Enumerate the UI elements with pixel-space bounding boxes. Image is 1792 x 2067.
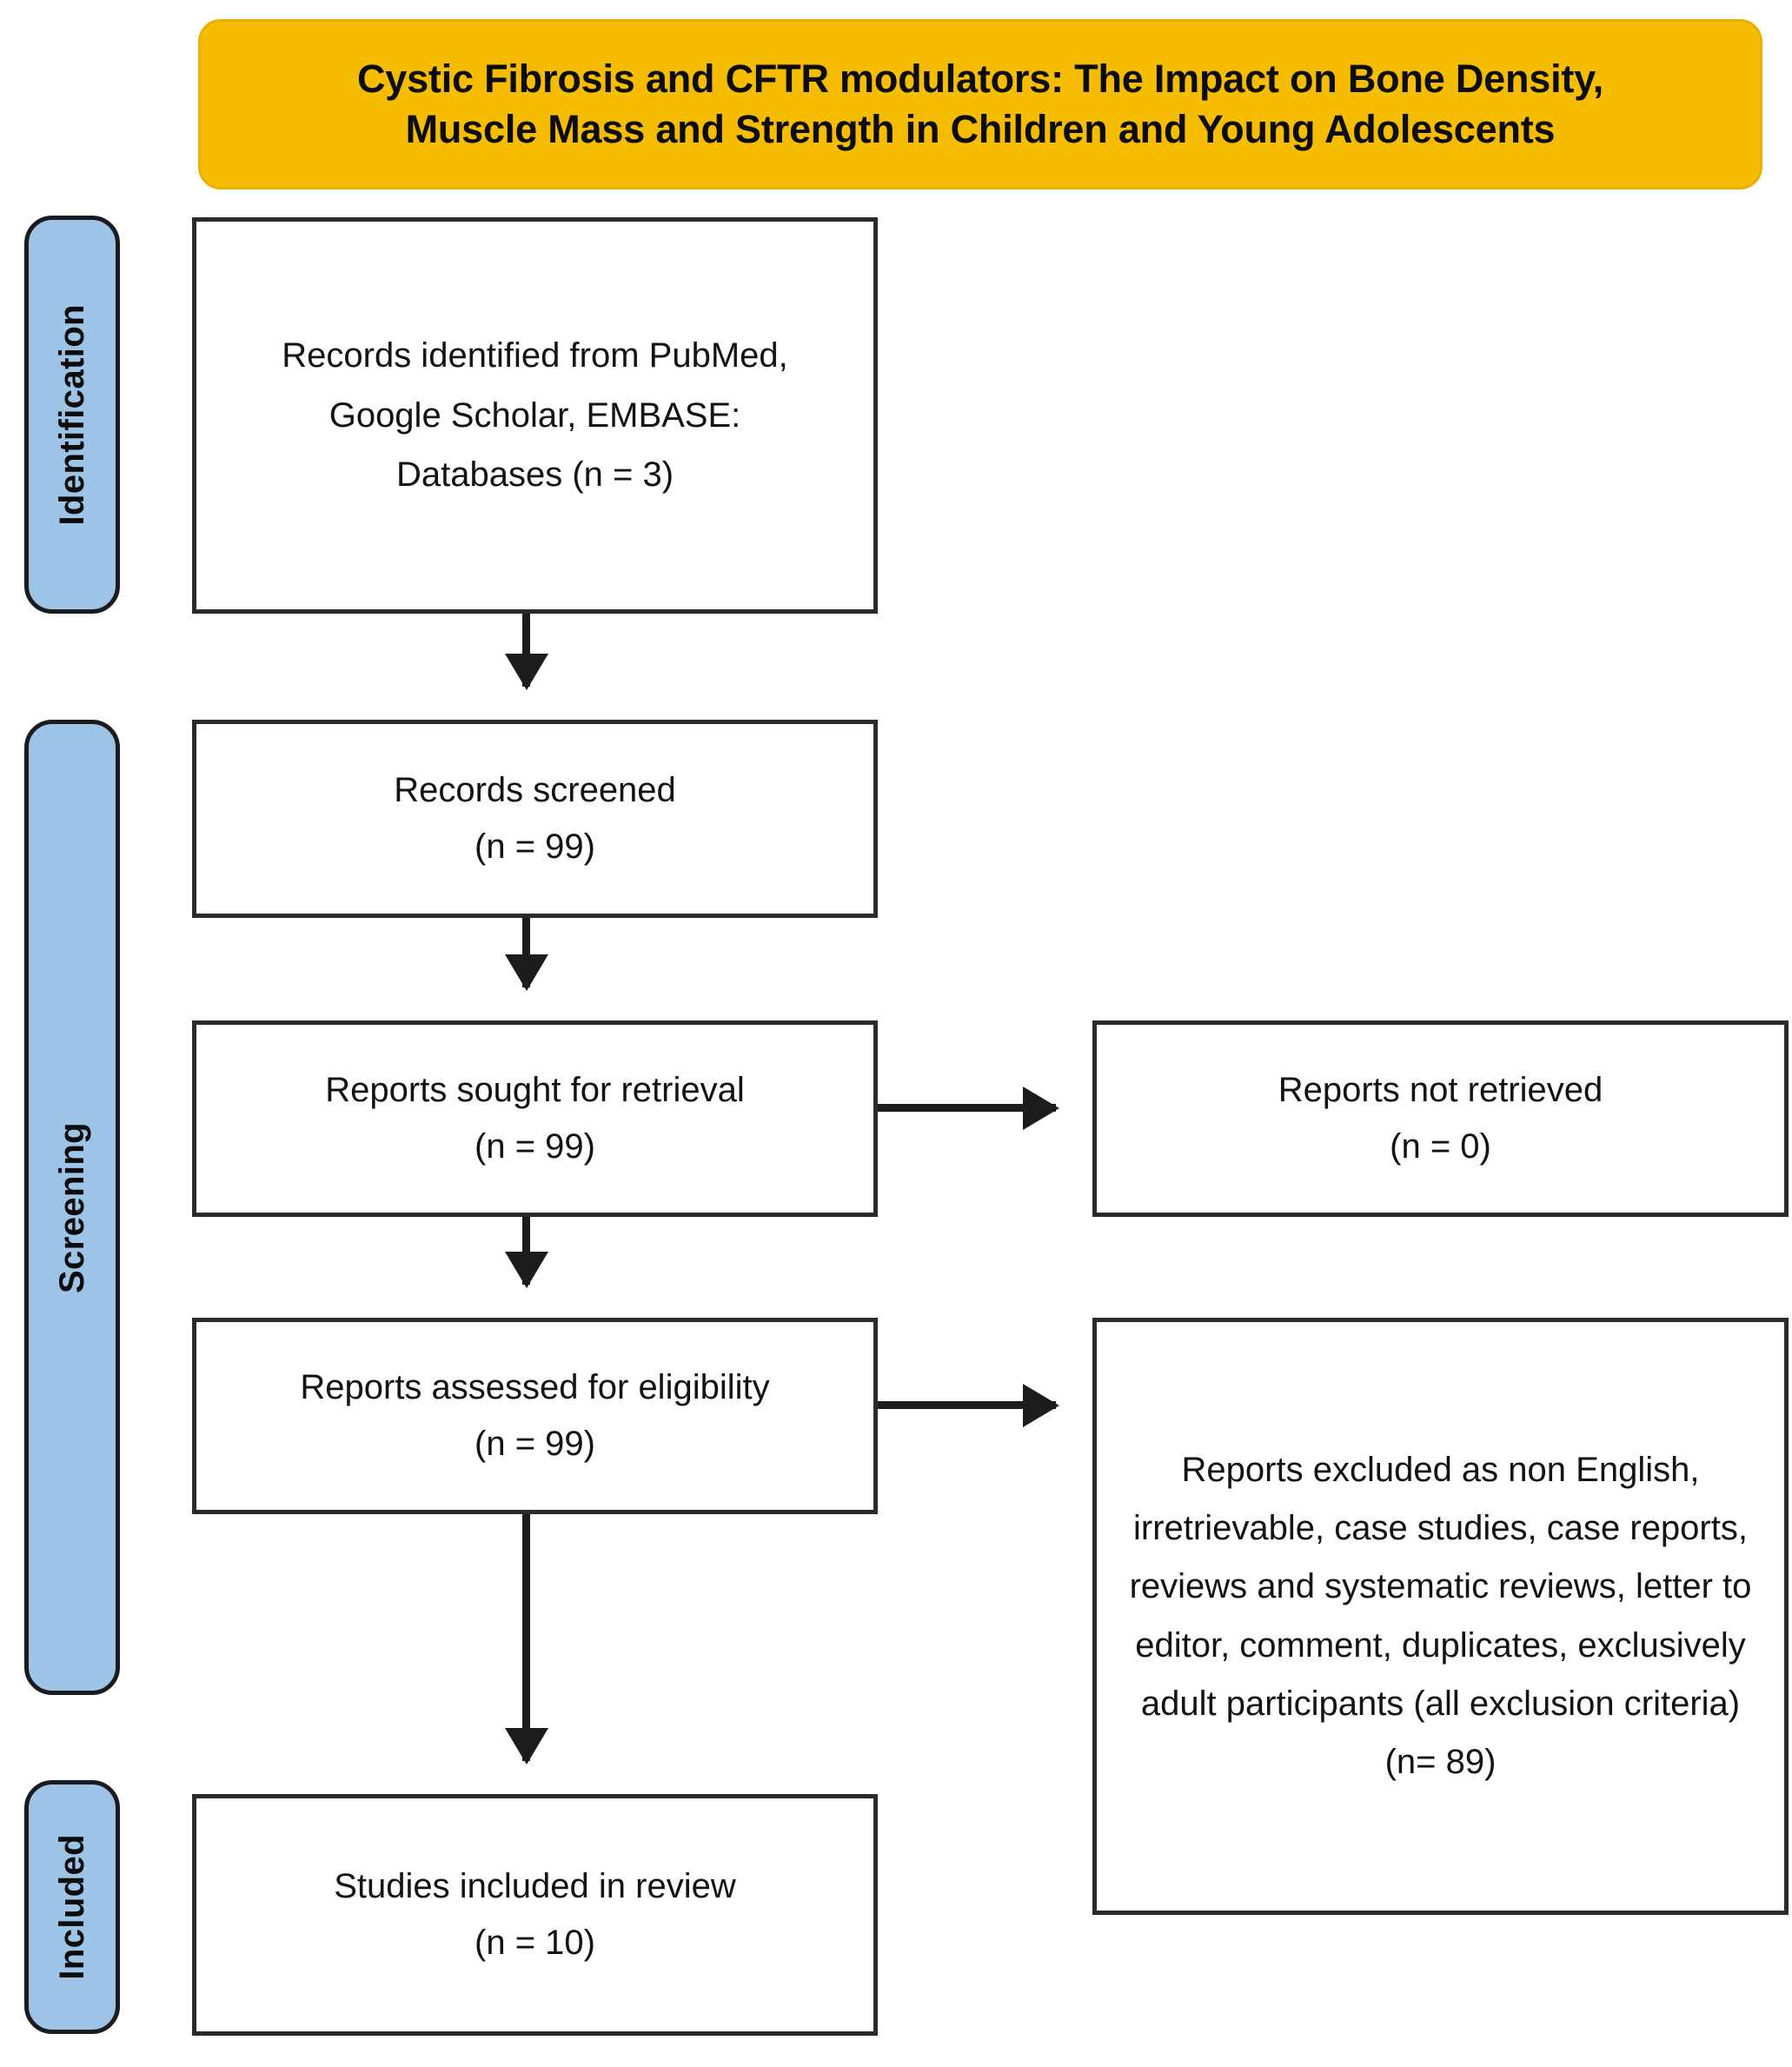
box-reports-sought-label: Reports sought for retrieval bbox=[325, 1071, 745, 1110]
box-studies-included-count: (n = 10) bbox=[475, 1924, 595, 1962]
box-reports-assessed-count: (n = 99) bbox=[475, 1425, 595, 1463]
box-records-identified: Records identified from PubMed, Google S… bbox=[192, 217, 878, 614]
arrow-down-assessed-to-included-icon bbox=[522, 1514, 530, 1761]
stage-label-screening-text: Screening bbox=[52, 1121, 91, 1293]
box-reports-sought-count: (n = 99) bbox=[475, 1127, 595, 1166]
box-studies-included-label: Studies included in review bbox=[334, 1867, 736, 1906]
box-records-screened: Records screened (n = 99) bbox=[192, 720, 878, 918]
stage-label-included-text: Included bbox=[52, 1834, 91, 1980]
box-records-identified-line-2: Google Scholar, EMBASE: bbox=[329, 395, 741, 435]
box-reports-excluded-count: (n= 89) bbox=[1384, 1742, 1497, 1781]
box-studies-included: Studies included in review (n = 10) bbox=[192, 1794, 878, 2036]
arrow-right-assessed-to-excluded-icon bbox=[878, 1401, 1056, 1409]
stage-label-identification: Identification bbox=[24, 216, 120, 614]
stage-label-included: Included bbox=[24, 1780, 120, 2034]
stage-label-screening: Screening bbox=[24, 720, 120, 1695]
page-title: Cystic Fibrosis and CFTR modulators: The… bbox=[357, 54, 1603, 156]
box-records-identified-line-1: Records identified from PubMed, bbox=[282, 336, 788, 375]
box-reports-not-retrieved-count: (n = 0) bbox=[1390, 1127, 1491, 1166]
box-records-screened-label: Records screened bbox=[394, 771, 676, 810]
title-line-2: Muscle Mass and Strength in Children and… bbox=[405, 107, 1556, 151]
box-reports-excluded: Reports excluded as non English, irretri… bbox=[1092, 1318, 1789, 1915]
arrow-down-sought-to-assessed-icon bbox=[522, 1217, 530, 1285]
box-reports-not-retrieved: Reports not retrieved (n = 0) bbox=[1092, 1020, 1789, 1217]
stage-label-identification-text: Identification bbox=[52, 303, 91, 526]
diagram-title-banner: Cystic Fibrosis and CFTR modulators: The… bbox=[198, 19, 1762, 189]
box-records-identified-line-3: Databases (n = 3) bbox=[395, 455, 674, 495]
box-reports-sought: Reports sought for retrieval (n = 99) bbox=[192, 1020, 878, 1217]
box-reports-assessed: Reports assessed for eligibility (n = 99… bbox=[192, 1318, 878, 1514]
box-reports-excluded-body: Reports excluded as non English, irretri… bbox=[1129, 1450, 1752, 1723]
box-reports-not-retrieved-label: Reports not retrieved bbox=[1278, 1071, 1603, 1110]
arrow-down-screened-to-sought-icon bbox=[522, 918, 530, 987]
arrow-down-identified-to-screened-icon bbox=[522, 614, 530, 687]
box-records-screened-count: (n = 99) bbox=[475, 827, 595, 866]
box-reports-assessed-label: Reports assessed for eligibility bbox=[300, 1368, 770, 1407]
title-line-1: Cystic Fibrosis and CFTR modulators: The… bbox=[356, 56, 1604, 101]
arrow-right-sought-to-not-retrieved-icon bbox=[878, 1104, 1056, 1112]
